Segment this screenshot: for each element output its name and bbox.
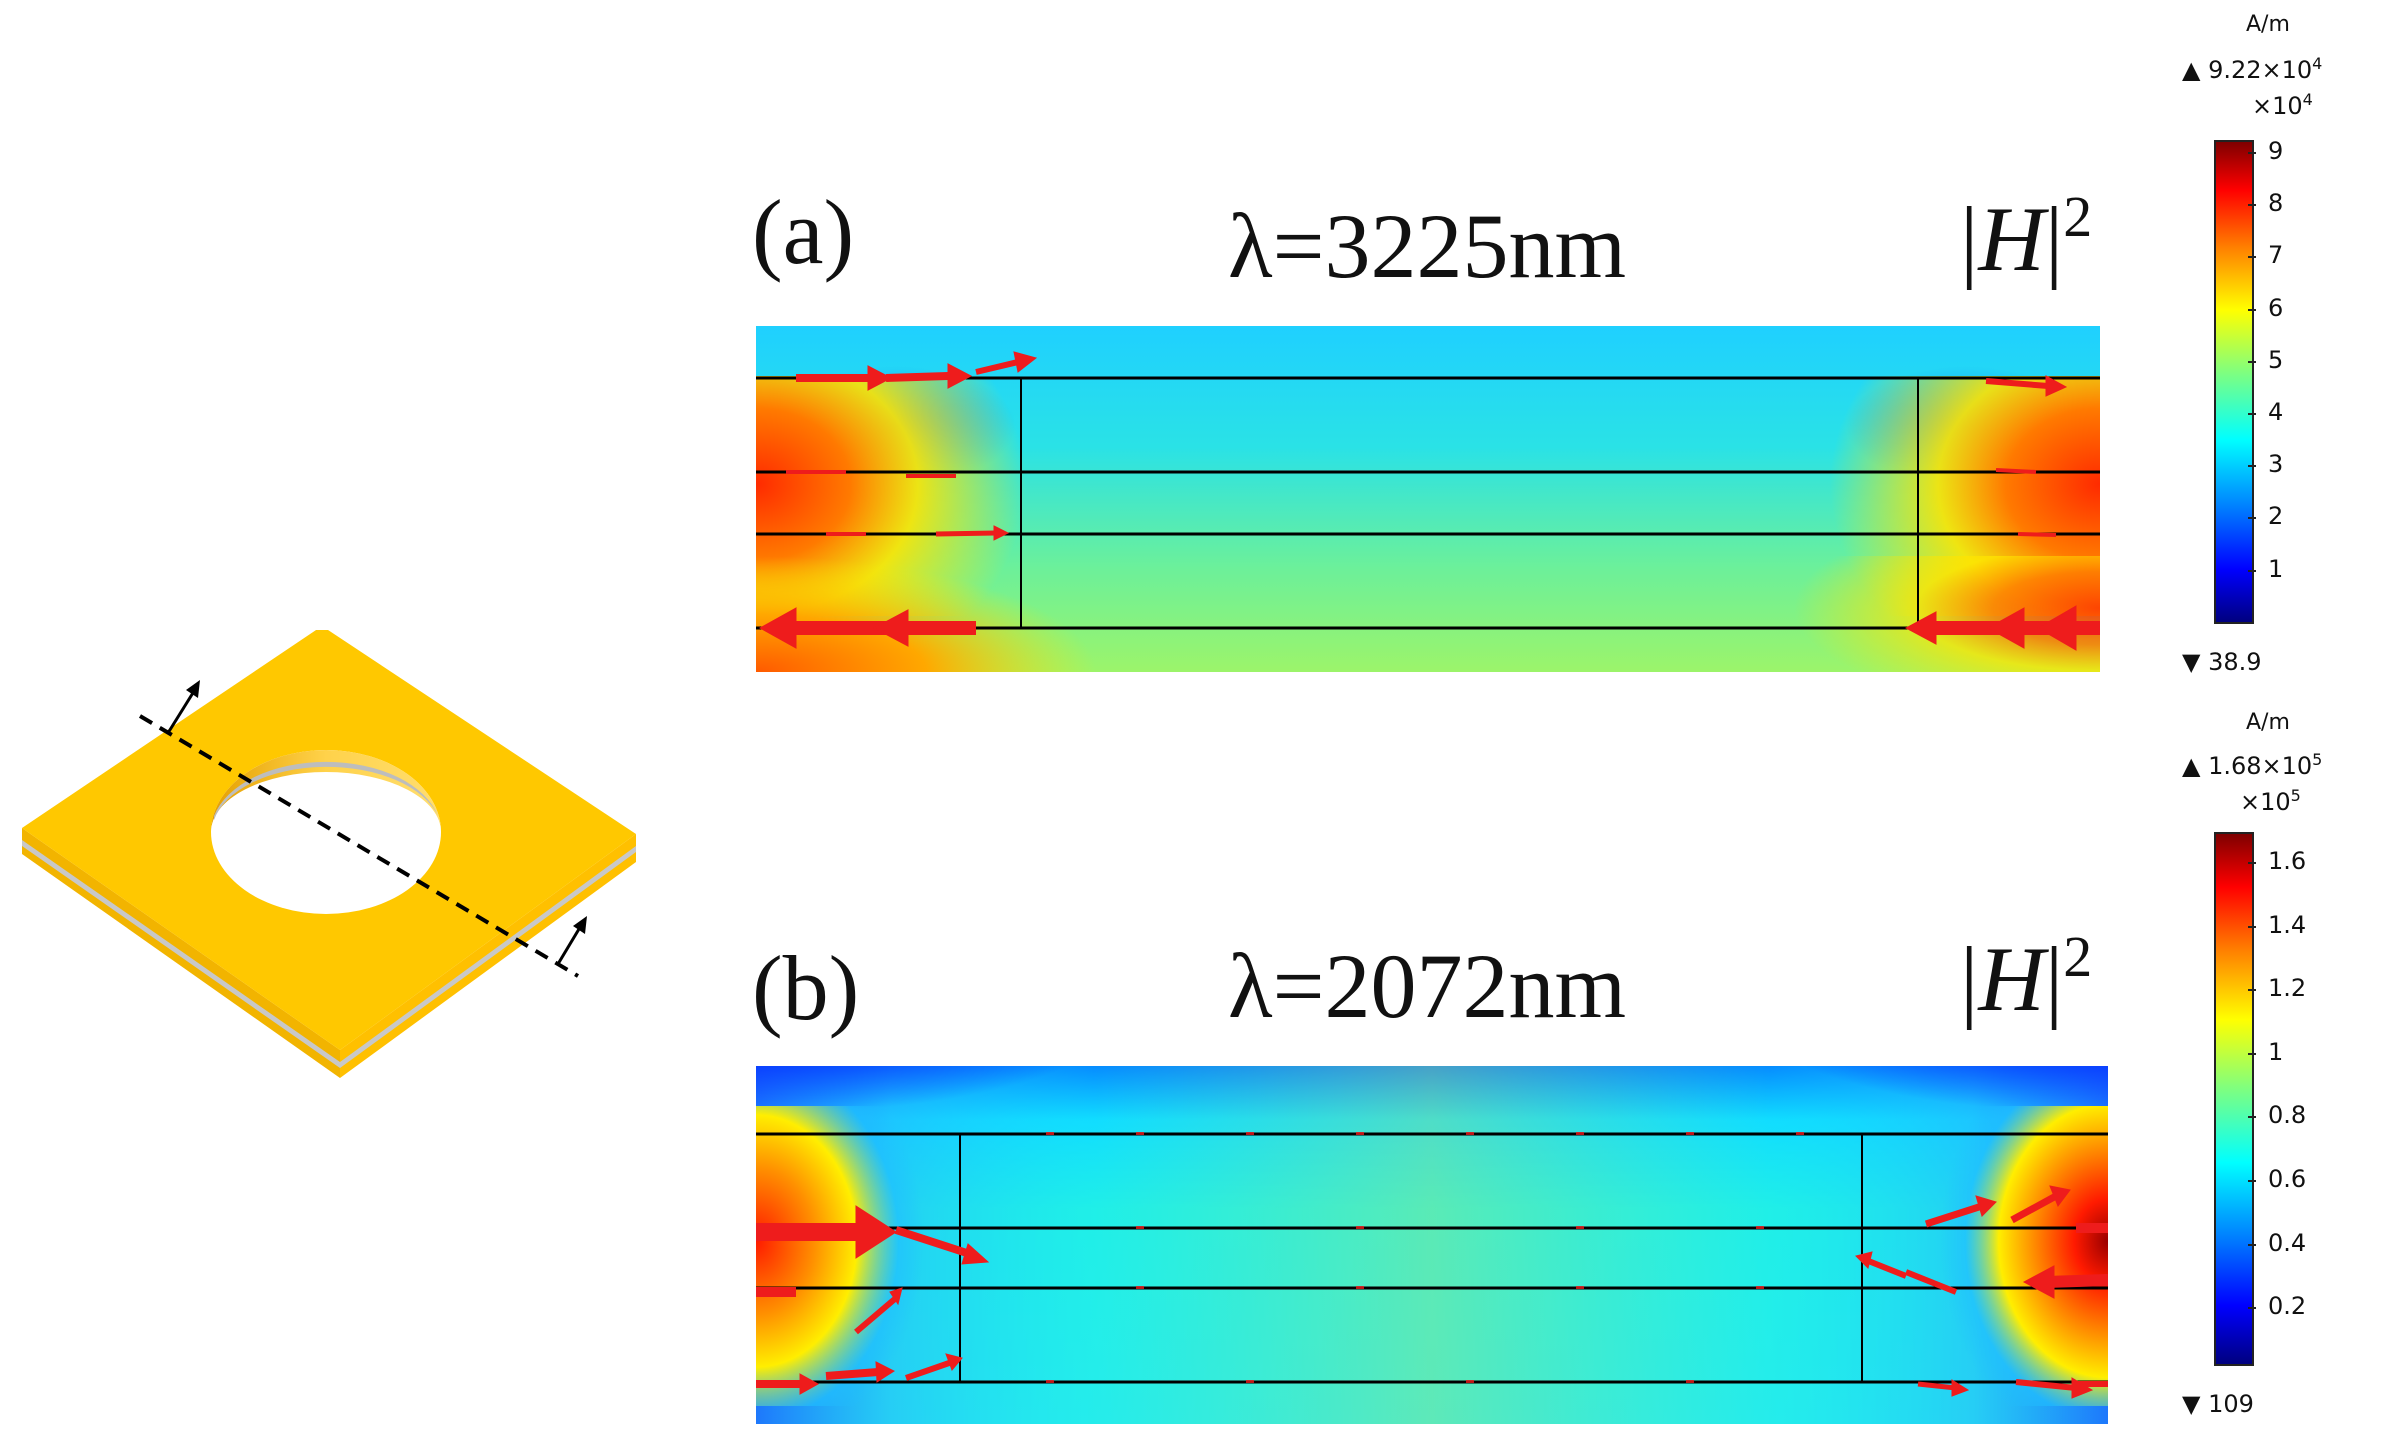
- colorbar-b-max: ▲ 1.68×105: [2182, 750, 2323, 780]
- colorbar-a-max-exponent: 4: [2312, 54, 2323, 73]
- colorbar-b-tick-mark: [2248, 1243, 2256, 1246]
- colorbar-b-multiplier: ×105: [2240, 786, 2301, 816]
- colorbar-b-tick-mark: [2248, 989, 2256, 992]
- colorbar-b-tick-label: 0.2: [2268, 1292, 2307, 1321]
- panel-a-quantity-symbol: H: [1978, 188, 2045, 290]
- colorbar-b-min: ▼ 109: [2182, 1390, 2254, 1418]
- colorbar-a-tick-mark: [2248, 413, 2256, 415]
- colorbar-b-tick-mark: [2248, 925, 2256, 928]
- colorbar-b-tick-label: 0.6: [2268, 1165, 2307, 1193]
- panel-b-quantity-symbol: H: [1978, 928, 2045, 1030]
- field-map-b: [756, 1066, 2108, 1424]
- colorbar-a-tick-mark: [2248, 308, 2256, 311]
- colorbar-a-unit: A/m: [2246, 12, 2290, 37]
- colorbar-a-min: ▼ 38.9: [2182, 648, 2262, 676]
- colorbar-b-multiplier-exponent: 5: [2290, 786, 2301, 805]
- colorbar-b-tick-mark: [2248, 1307, 2256, 1310]
- colorbar-b-tick-label: 1: [2268, 1037, 2284, 1066]
- colorbar-b-unit: A/m: [2246, 710, 2290, 735]
- spacer-layer-right: [340, 846, 636, 1068]
- colorbar-b-tick-mark: [2248, 1116, 2256, 1119]
- colorbar-b-tick-label: 1.6: [2268, 847, 2307, 875]
- panel-a-wavelength: λ=3225nm: [1228, 195, 1627, 297]
- colorbar-b: [2214, 832, 2254, 1366]
- panel-a-quantity-exponent: 2: [2063, 184, 2093, 249]
- colorbar-a-tick-label: 3: [2268, 450, 2284, 479]
- colorbar-b-tick-mark: [2248, 1180, 2256, 1182]
- colorbar-b-max-exponent: 5: [2312, 750, 2323, 769]
- colorbar-a-tick-mark: [2248, 360, 2256, 363]
- colorbar-a-tick-label: 1: [2268, 554, 2284, 583]
- colorbar-a-tick-label: 5: [2268, 345, 2284, 374]
- colorbar-a-tick-label: 9: [2268, 137, 2284, 165]
- cross-section-cut-line: [138, 714, 580, 978]
- colorbar-a-tick-label: 2: [2268, 502, 2284, 531]
- colorbar-b-tick-label: 1.2: [2268, 974, 2307, 1003]
- panel-a-label: (a): [752, 181, 855, 283]
- colorbar-a: [2214, 140, 2254, 624]
- colorbar-a-max: ▲ 9.22×104: [2182, 54, 2323, 84]
- colorbar-a-tick-mark: [2248, 204, 2256, 207]
- colorbar-a-tick-mark: [2248, 569, 2256, 572]
- colorbar-a-multiplier-exponent: 4: [2302, 90, 2313, 109]
- colorbar-a-tick-label: 7: [2268, 241, 2284, 270]
- panel-b-quantity-exponent: 2: [2063, 924, 2093, 989]
- colorbar-a-multiplier: ×104: [2252, 90, 2313, 120]
- colorbar-a-tick-label: 6: [2268, 293, 2284, 322]
- colorbar-b-tick-label: 1.4: [2268, 910, 2307, 939]
- field-map-a: [756, 326, 2100, 672]
- structure-illustration: [22, 630, 636, 1078]
- colorbar-b-tick-label: 0.4: [2268, 1228, 2307, 1257]
- colorbar-a-tick-label: 8: [2268, 189, 2284, 218]
- colorbar-b-tick-mark: [2248, 862, 2256, 864]
- colorbar-a-tick-mark: [2248, 517, 2256, 520]
- colorbar-a-tick-mark: [2248, 152, 2256, 154]
- colorbar-a-tick-mark: [2248, 465, 2256, 468]
- panel-b-quantity: |H|2: [1960, 924, 2093, 1030]
- panel-b-wavelength: λ=2072nm: [1228, 935, 1627, 1037]
- spacer-layer-left: [22, 840, 340, 1068]
- panel-b-label: (b): [752, 937, 860, 1039]
- panel-a-quantity: |H|2: [1960, 184, 2093, 290]
- colorbar-a-tick-label: 4: [2268, 398, 2284, 426]
- colorbar-b-tick-mark: [2248, 1052, 2256, 1055]
- colorbar-b-tick-label: 0.8: [2268, 1101, 2307, 1130]
- colorbar-a-tick-mark: [2248, 256, 2256, 259]
- hole-inner-wall: [211, 750, 441, 832]
